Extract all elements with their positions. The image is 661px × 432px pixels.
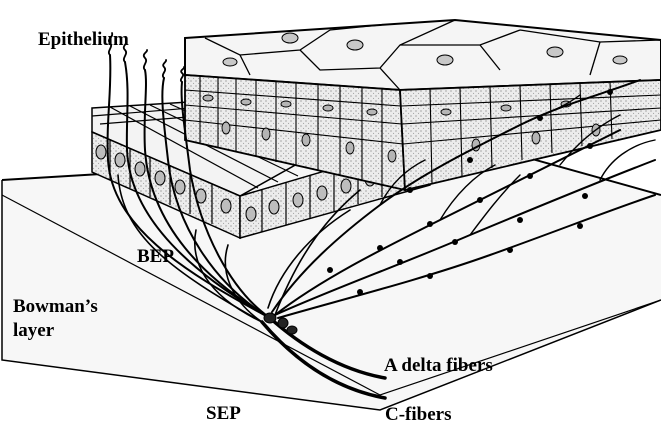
fiber-bundle-entry — [263, 312, 298, 335]
epithelium-label: Epithelium — [38, 29, 129, 50]
sep-label: SEP — [206, 403, 241, 424]
bowmans-layer-label-line2: layer — [13, 320, 55, 341]
c-fibers-label: C-fibers — [385, 404, 452, 425]
bowmans-layer-label-line1: Bowman’s — [13, 296, 98, 317]
bep-label: BEP — [137, 246, 174, 267]
nerve-beads — [327, 89, 613, 295]
a-delta-fibers-label: A delta fibers — [384, 355, 493, 376]
nerve-fibers — [106, 32, 656, 400]
